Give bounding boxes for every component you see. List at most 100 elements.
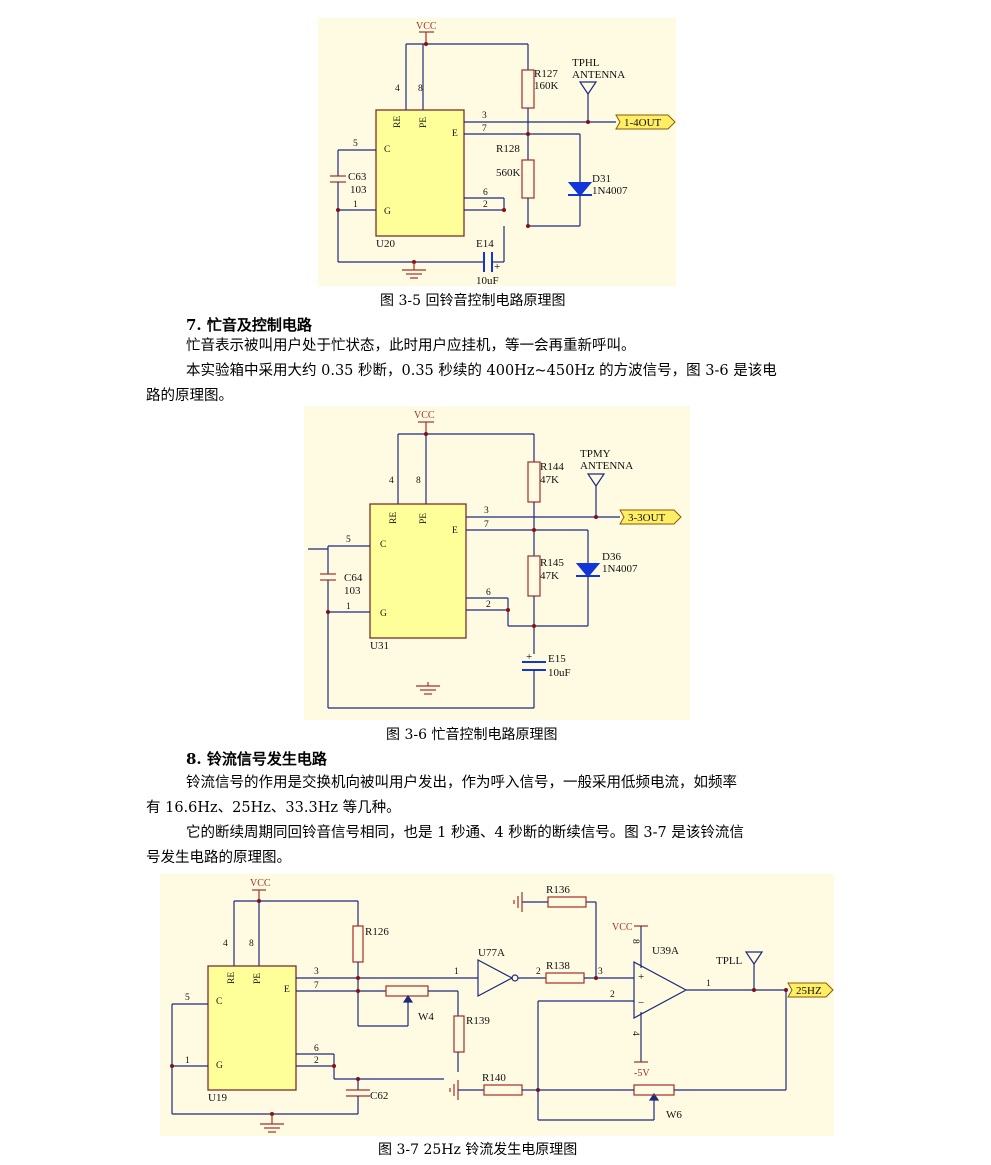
figure-3-5-schematic: VCC R127 160K RE PE C E G U20 4 8 3 7 TP… <box>318 18 676 287</box>
svg-text:3: 3 <box>314 967 319 977</box>
resistor-r138 <box>545 972 585 984</box>
svg-text:3-3OUT: 3-3OUT <box>628 512 666 524</box>
svg-text:RE: RE <box>389 512 399 524</box>
svg-text:G: G <box>216 1061 223 1071</box>
section-7-heading: 7. 忙音及控制电路 <box>186 316 312 334</box>
svg-text:2: 2 <box>483 200 488 210</box>
svg-text:3: 3 <box>484 506 489 516</box>
svg-text:6: 6 <box>486 588 491 598</box>
section-8-para-1-line-2: 有 16.6Hz、25Hz、33.3Hz 等几种。 <box>146 800 401 816</box>
svg-text:R127: R127 <box>534 68 558 80</box>
svg-text:1: 1 <box>706 979 711 989</box>
svg-text:PE: PE <box>253 973 263 984</box>
svg-text:C: C <box>380 540 386 550</box>
svg-text:4: 4 <box>389 476 394 486</box>
svg-text:5: 5 <box>353 139 358 149</box>
svg-text:ANTENNA: ANTENNA <box>572 69 625 81</box>
svg-text:G: G <box>380 609 387 619</box>
svg-text:R126: R126 <box>365 926 389 938</box>
svg-text:R128: R128 <box>496 143 520 155</box>
svg-text:−: − <box>638 997 644 1009</box>
svg-text:2: 2 <box>610 990 615 1000</box>
svg-text:2: 2 <box>314 1056 319 1066</box>
svg-text:47K: 47K <box>540 474 559 486</box>
svg-text:C63: C63 <box>348 171 367 183</box>
svg-text:TPMY: TPMY <box>580 448 611 460</box>
svg-text:5: 5 <box>185 993 190 1003</box>
svg-text:G: G <box>384 207 391 217</box>
port-25hz <box>787 982 834 998</box>
svg-text:5: 5 <box>346 535 351 545</box>
svg-text:8: 8 <box>418 84 423 94</box>
svg-text:160K: 160K <box>534 80 559 92</box>
svg-text:R145: R145 <box>540 557 564 569</box>
svg-text:3: 3 <box>482 111 487 121</box>
svg-text:PE: PE <box>419 513 429 524</box>
svg-text:4: 4 <box>630 1031 640 1036</box>
svg-text:8: 8 <box>630 939 640 944</box>
svg-text:2: 2 <box>486 600 491 610</box>
svg-text:R138: R138 <box>546 960 570 972</box>
port-1-4out <box>615 114 676 130</box>
svg-text:+: + <box>526 651 532 663</box>
svg-text:U19: U19 <box>208 1092 227 1104</box>
section-8-heading: 8. 铃流信号发生电路 <box>186 750 327 768</box>
svg-text:RE: RE <box>227 972 237 984</box>
section-8-para-1-line-1: 铃流信号的作用是交换机向被叫用户发出，作为呼入信号，一般采用低频电流，如频率 <box>186 775 737 791</box>
svg-text:W4: W4 <box>418 1011 434 1023</box>
section-7-para-1: 忙音表示被叫用户处于忙状态，此时用户应挂机，等一会再重新呼叫。 <box>186 338 636 354</box>
svg-text:8: 8 <box>416 476 421 486</box>
svg-text:W6: W6 <box>666 1109 682 1121</box>
svg-text:7: 7 <box>314 981 319 991</box>
svg-text:C: C <box>216 997 222 1007</box>
buffer-u77a <box>477 959 514 997</box>
svg-text:25HZ: 25HZ <box>796 985 822 997</box>
svg-text:103: 103 <box>350 184 367 196</box>
port-3-3out <box>619 509 682 525</box>
svg-text:+: + <box>494 261 500 273</box>
svg-text:C62: C62 <box>370 1090 388 1102</box>
svg-text:+: + <box>638 971 644 983</box>
figure-3-6-schematic: VCC R144 47K RE PE C E G U31 4 8 3 7 TPM… <box>304 406 690 720</box>
svg-text:47K: 47K <box>540 570 559 582</box>
svg-text:D36: D36 <box>602 551 621 563</box>
svg-text:TPLL: TPLL <box>716 955 743 967</box>
diode-d36 <box>575 563 601 578</box>
svg-text:4: 4 <box>223 939 228 949</box>
resistor-r128 <box>521 159 535 199</box>
svg-text:E: E <box>452 526 458 536</box>
potentiometer-w4 <box>385 985 429 997</box>
svg-text:1: 1 <box>185 1056 190 1066</box>
figure-3-6-caption: 图 3-6 忙音控制电路原理图 <box>386 727 558 743</box>
svg-text:D31: D31 <box>592 173 611 185</box>
svg-text:VCC: VCC <box>250 878 271 889</box>
svg-text:PE: PE <box>419 117 429 128</box>
svg-text:560K: 560K <box>496 167 521 179</box>
svg-text:U20: U20 <box>376 238 395 250</box>
resistor-r140 <box>483 1084 523 1096</box>
svg-text:R140: R140 <box>482 1072 506 1084</box>
opamp-u39a <box>633 960 688 1020</box>
resistor-r126 <box>352 925 364 963</box>
svg-text:-5V: -5V <box>634 1068 650 1079</box>
svg-text:C64: C64 <box>344 572 363 584</box>
svg-text:8: 8 <box>249 939 254 949</box>
svg-text:E15: E15 <box>548 653 566 665</box>
resistor-r145 <box>527 555 541 597</box>
chip-u20 <box>375 109 465 237</box>
svg-text:1N4007: 1N4007 <box>602 563 638 575</box>
figure-3-5-caption: 图 3-5 回铃音控制电路原理图 <box>380 293 566 309</box>
svg-text:3: 3 <box>598 967 603 977</box>
resistor-r136 <box>547 896 587 908</box>
svg-text:U39A: U39A <box>652 945 679 957</box>
svg-text:E: E <box>284 985 290 995</box>
svg-text:E14: E14 <box>476 238 494 250</box>
svg-text:6: 6 <box>483 188 488 198</box>
svg-text:6: 6 <box>314 1044 319 1054</box>
svg-text:TPHL: TPHL <box>572 57 600 69</box>
svg-text:103: 103 <box>344 585 361 597</box>
svg-text:R144: R144 <box>540 461 564 473</box>
svg-text:1: 1 <box>346 602 351 612</box>
section-8-para-2-line-2: 号发生电路的原理图。 <box>146 850 291 866</box>
svg-text:10uF: 10uF <box>476 275 499 287</box>
